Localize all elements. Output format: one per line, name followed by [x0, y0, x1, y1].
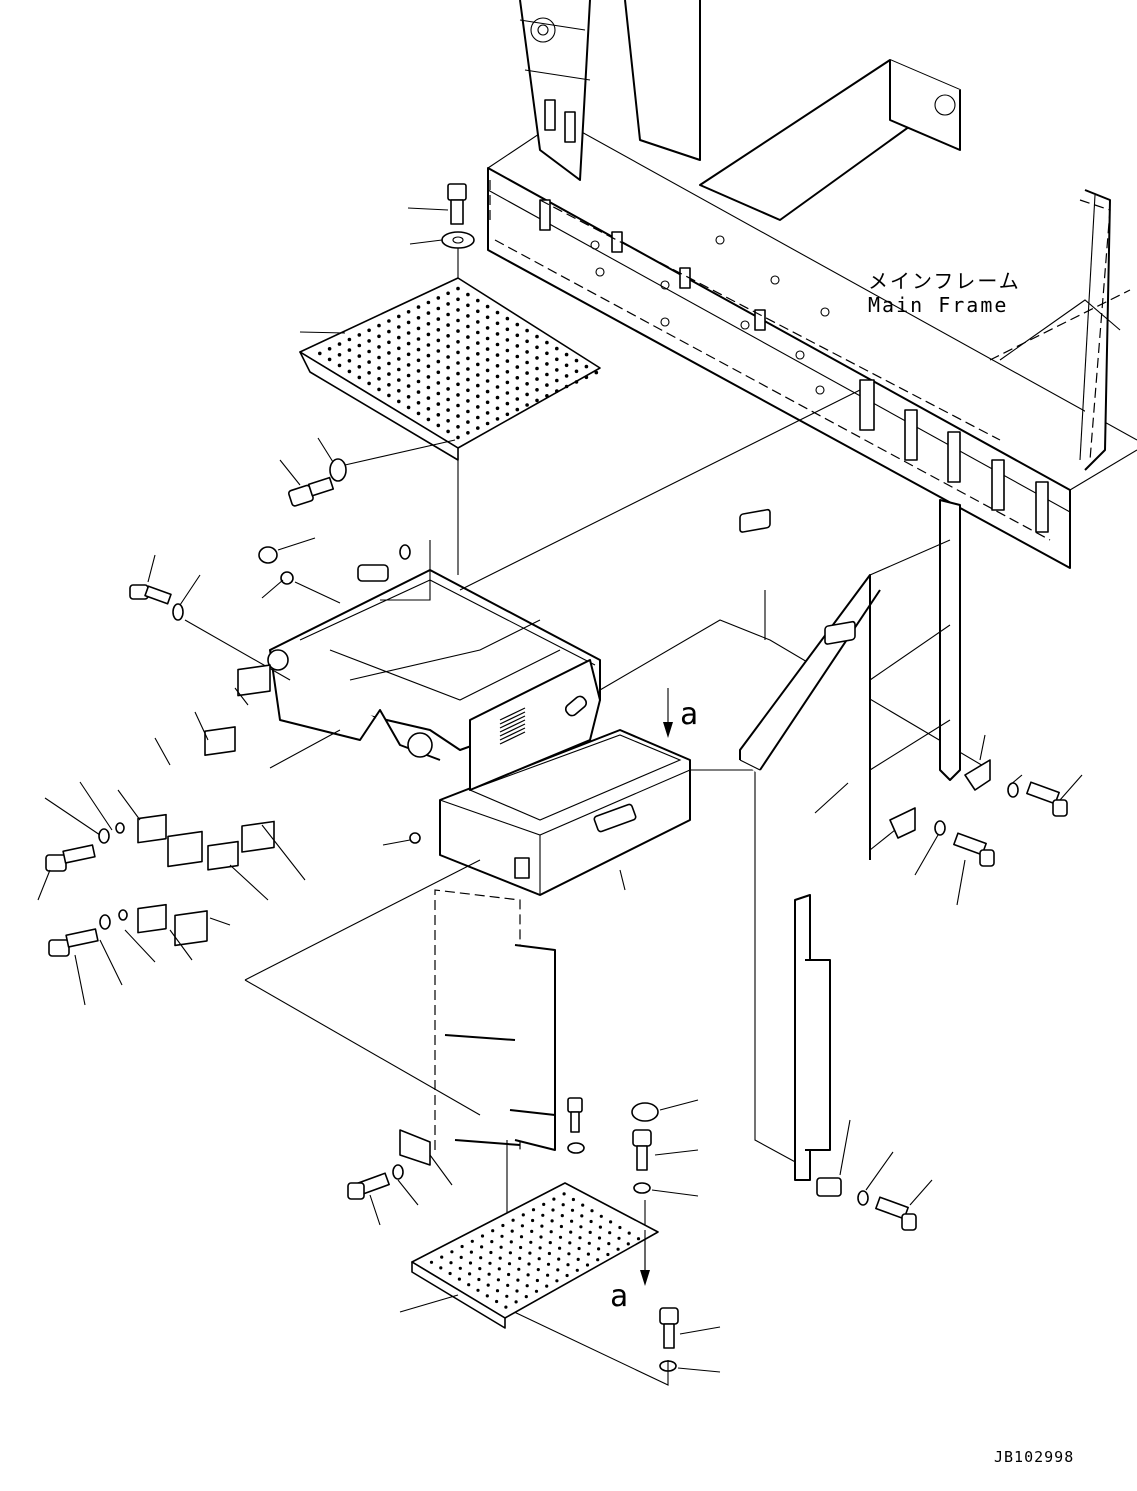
bottom-left-bracket — [347, 1129, 453, 1226]
handrail-brackets-right — [739, 508, 1083, 906]
left-ladder — [434, 889, 585, 1310]
bottom-step-plate — [399, 1182, 659, 1329]
upper-handrail — [739, 499, 961, 860]
main-frame-label-en: Main Frame — [868, 293, 1008, 317]
left-bolt-2 — [129, 554, 291, 681]
main-frame-label-jp: メインフレーム — [868, 269, 1021, 293]
top-washer — [409, 231, 475, 249]
left-bolts-lower — [37, 822, 421, 1006]
right-ladder — [794, 894, 933, 1231]
view-arrow-top: a — [663, 688, 698, 738]
top-bolt — [407, 183, 467, 225]
base-guide-lines — [244, 389, 991, 1171]
shim-pads — [44, 664, 341, 986]
drawing-number: JB102998 — [994, 1448, 1074, 1466]
main-frame-outline — [487, 0, 1137, 569]
view-arrow-bottom: a — [610, 1230, 650, 1314]
upper-nut-group — [258, 537, 411, 604]
view-arrow-bottom-label: a — [610, 1279, 628, 1314]
left-bolt-1 — [279, 437, 456, 507]
main-frame-guide-lines — [489, 180, 1131, 541]
step-base-frame — [267, 569, 691, 896]
view-arrow-top-label: a — [680, 697, 698, 732]
top-step-plate — [299, 277, 601, 461]
